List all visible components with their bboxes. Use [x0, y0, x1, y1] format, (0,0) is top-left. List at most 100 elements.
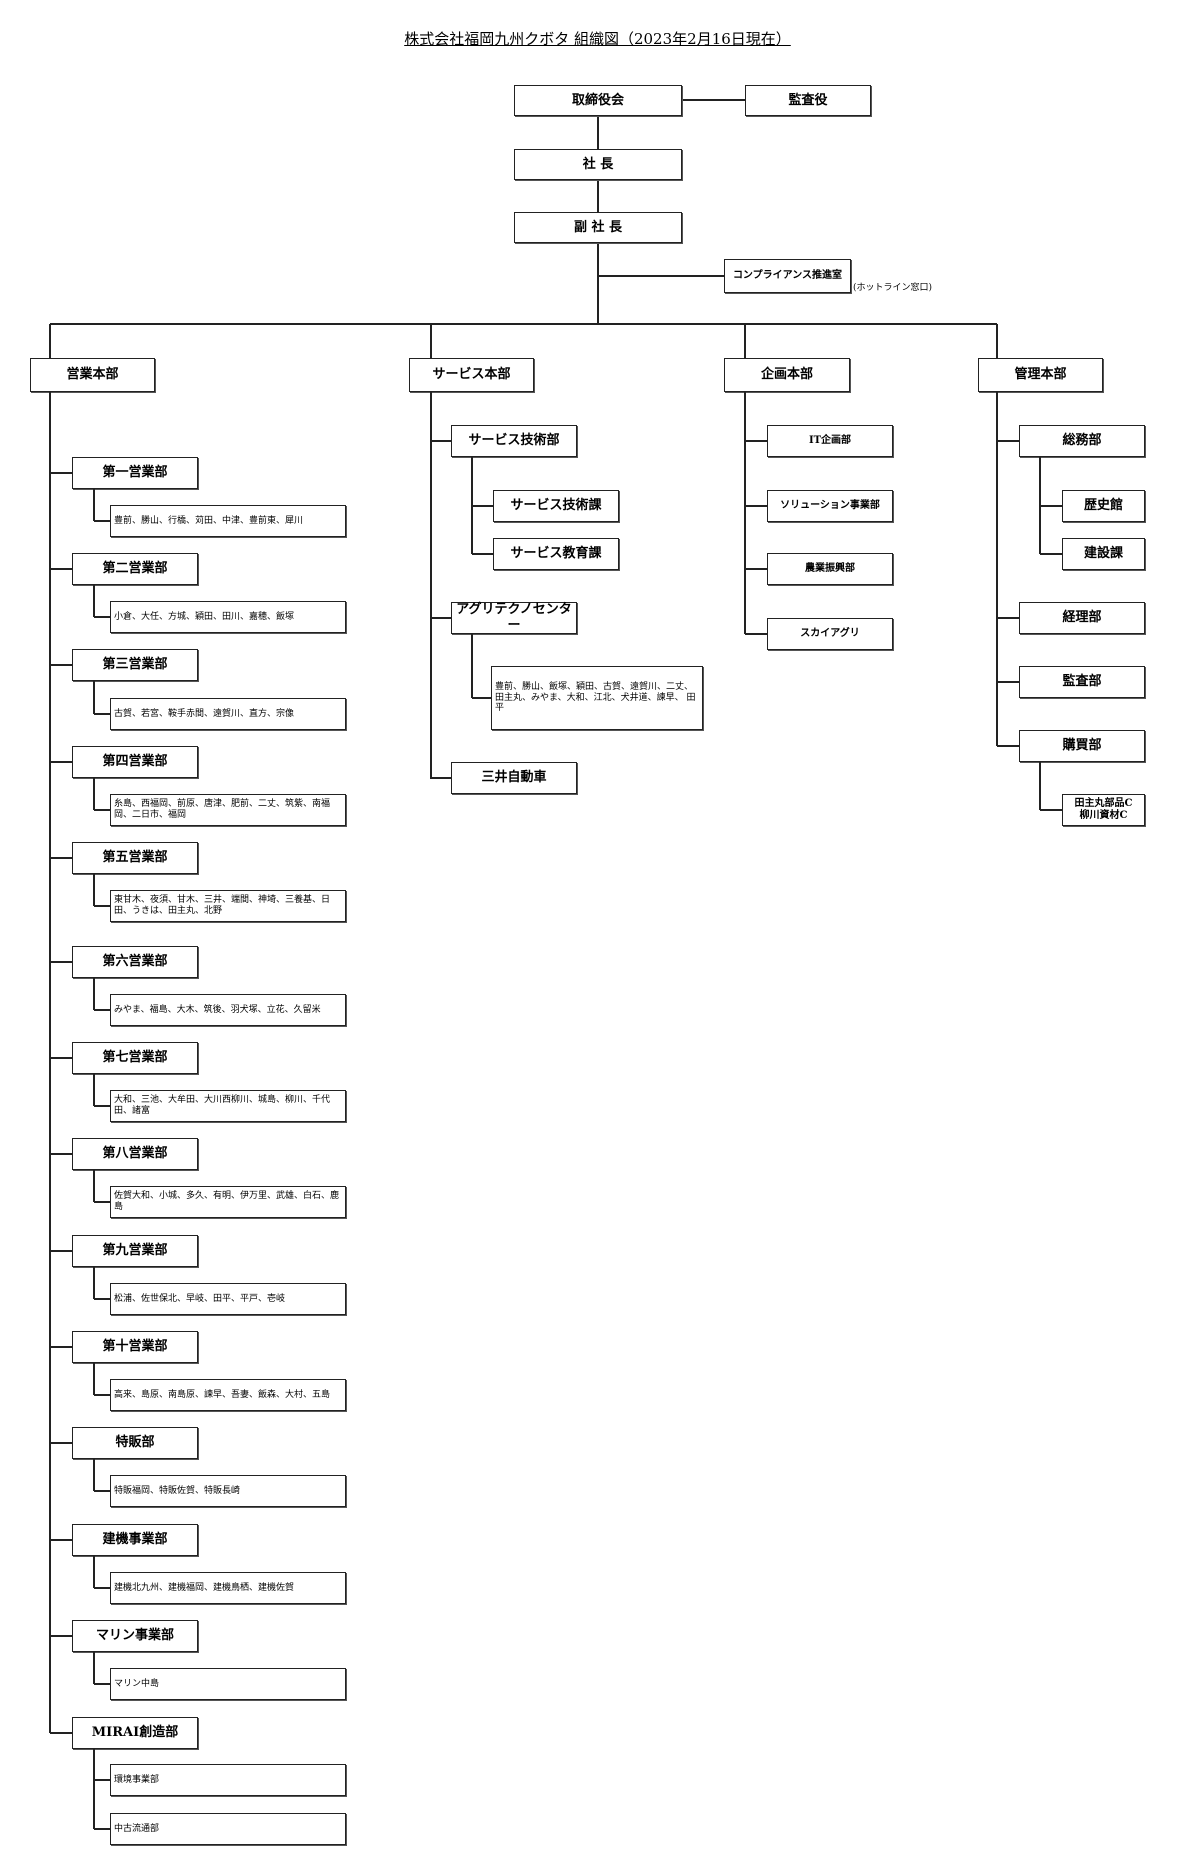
admin-section: 建設課 — [1062, 538, 1145, 570]
sales-department-label: 第二営業部 — [102, 561, 168, 577]
sales-department-label: 第十営業部 — [102, 1339, 168, 1355]
sales-branch-list: 大和、三池、大牟田、大川西柳川、城島、柳川、千代田、諸富 — [110, 1090, 346, 1122]
sales-department: 第二営業部 — [72, 553, 198, 585]
sales-branch-list-label: 佐賀大和、小城、多久、有明、伊万里、武雄、白石、鹿島 — [114, 1191, 340, 1212]
sales-department: 第一営業部 — [72, 457, 198, 489]
connector-line — [93, 978, 95, 1010]
sales-branch-list-label: 環境事業部 — [114, 1774, 160, 1785]
division-sales-label: 営業本部 — [66, 367, 119, 383]
connector-line — [94, 1298, 110, 1300]
sales-branch-list-label: 松浦、佐世保北、早岐、田平、平戸、壱岐 — [114, 1293, 286, 1304]
sales-department-label: MIRAI創造部 — [91, 1725, 179, 1741]
planning-department-label: 農業振興部 — [805, 563, 855, 574]
sales-department-label: 第六営業部 — [102, 954, 168, 970]
connector-line — [94, 1683, 110, 1685]
connector-line — [1039, 762, 1041, 810]
connector-line — [94, 1009, 110, 1011]
agritechno-branch-list-label: 豊前、勝山、飯塚、穎田、古賀、遠賀川、二丈、田主丸、みやま、大和、江北、犬井道、… — [495, 681, 696, 714]
connector-line — [50, 1346, 72, 1348]
planning-department: 農業振興部 — [767, 553, 893, 585]
connector-line — [745, 440, 767, 442]
sales-branch-list-label: 特販福岡、特販佐賀、特販長崎 — [114, 1485, 241, 1496]
sales-department: 第五営業部 — [72, 842, 198, 874]
connector-line — [997, 617, 1019, 619]
sales-branch-list-label: 高来、島原、南島原、諫早、吾妻、飯森、大村、五島 — [114, 1389, 331, 1400]
sales-branch-list: 小倉、大任、方城、穎田、田川、嘉穂、飯塚 — [110, 601, 346, 633]
service-department-label: 三井自動車 — [481, 770, 547, 786]
sales-branch-list: 高来、島原、南島原、諫早、吾妻、飯森、大村、五島 — [110, 1379, 346, 1411]
admin-department-label: 総務部 — [1062, 433, 1102, 449]
purchasing-centers-label: 田主丸部品C 柳川資材C — [1074, 798, 1133, 821]
connector-line — [93, 681, 95, 714]
division-admin: 管理本部 — [978, 358, 1103, 392]
sales-department: マリン事業部 — [72, 1620, 198, 1652]
sales-branch-list: 古賀、若宮、鞍手赤間、遠賀川、直方、宗像 — [110, 698, 346, 730]
connector-line — [50, 568, 72, 570]
auditor-box-label: 監査役 — [788, 92, 828, 108]
connector-line — [93, 874, 95, 906]
admin-department: 監査部 — [1019, 666, 1145, 698]
service-section: サービス教育課 — [493, 538, 619, 570]
connector-line — [431, 440, 451, 442]
sales-department-label: 第一営業部 — [102, 465, 168, 481]
admin-department: 購買部 — [1019, 730, 1145, 762]
sales-department: MIRAI創造部 — [72, 1717, 198, 1749]
connector-line — [1040, 809, 1062, 811]
connector-line — [50, 1250, 72, 1252]
planning-department-label: IT企画部 — [808, 435, 852, 446]
service-department: アグリテクノセンター — [451, 602, 577, 634]
connector-line — [49, 324, 51, 358]
sales-branch-list: 中古流通部 — [110, 1813, 346, 1845]
connector-line — [50, 1153, 72, 1155]
sales-branch-list-label: 建機北九州、建機福岡、建機鳥栖、建機佐賀 — [114, 1582, 295, 1593]
sales-branch-list: 東甘木、夜須、甘木、三井、端間、神埼、三養基、日田、うきは、田主丸、北野 — [110, 890, 346, 922]
connector-line — [1040, 553, 1062, 555]
sales-department-label: 第五営業部 — [102, 850, 168, 866]
compliance-box: コンプライアンス推進室 — [724, 259, 851, 293]
connector-line — [472, 697, 491, 699]
planning-department: ソリューション事業部 — [767, 490, 893, 522]
sales-branch-list: 特販福岡、特販佐賀、特販長崎 — [110, 1475, 346, 1507]
connector-line — [431, 777, 451, 779]
connector-line — [50, 1442, 72, 1444]
sales-branch-list-label: 小倉、大任、方城、穎田、田川、嘉穂、飯塚 — [114, 611, 295, 622]
connector-line — [93, 1556, 95, 1588]
service-department-label: サービス技術部 — [468, 433, 560, 449]
admin-section: 歴史館 — [1062, 490, 1145, 522]
connector-line — [744, 324, 746, 358]
connector-line — [93, 1074, 95, 1106]
connector-line — [94, 520, 110, 522]
connector-line — [682, 99, 745, 101]
sales-department: 第七営業部 — [72, 1042, 198, 1074]
planning-department: IT企画部 — [767, 425, 893, 457]
division-planning-label: 企画本部 — [760, 367, 813, 383]
agritechno-branch-list: 豊前、勝山、飯塚、穎田、古賀、遠賀川、二丈、田主丸、みやま、大和、江北、犬井道、… — [491, 666, 703, 730]
sales-branch-list-label: 大和、三池、大牟田、大川西柳川、城島、柳川、千代田、諸富 — [114, 1095, 331, 1116]
connector-line — [50, 1635, 72, 1637]
division-admin-label: 管理本部 — [1014, 367, 1067, 383]
sales-branch-list: 松浦、佐世保北、早岐、田平、平戸、壱岐 — [110, 1283, 346, 1315]
admin-department-label: 購買部 — [1062, 738, 1102, 754]
board-box-label: 取締役会 — [571, 92, 624, 108]
sales-branch-list: マリン中島 — [110, 1668, 346, 1700]
service-section: サービス技術課 — [493, 490, 619, 522]
sales-branch-list-label: 東甘木、夜須、甘木、三井、端間、神埼、三養基、日田、うきは、田主丸、北野 — [114, 895, 331, 916]
connector-line — [93, 1652, 95, 1684]
planning-department: スカイアグリ — [767, 618, 893, 650]
admin-section-label: 建設課 — [1083, 546, 1123, 562]
sales-department: 第六営業部 — [72, 946, 198, 978]
chart-title: 株式会社福岡九州クボタ 組織図（2023年2月16日現在） — [404, 30, 791, 48]
sales-branch-list: 糸島、西福岡、前原、唐津、肥前、二丈、筑紫、南福岡、二日市、福岡 — [110, 794, 346, 826]
planning-department-label: ソリューション事業部 — [780, 500, 880, 511]
sales-department: 特販部 — [72, 1427, 198, 1459]
connector-line — [93, 1267, 95, 1299]
sales-branch-list: 佐賀大和、小城、多久、有明、伊万里、武雄、白石、鹿島 — [110, 1186, 346, 1218]
sales-branch-list-label: 豊前、勝山、行橋、苅田、中津、豊前東、犀川 — [114, 515, 304, 526]
connector-line — [997, 681, 1019, 683]
connector-line — [93, 1363, 95, 1395]
auditor-box: 監査役 — [745, 85, 871, 116]
sales-department-label: 第八営業部 — [102, 1146, 168, 1162]
sales-department-label: 第四営業部 — [102, 754, 168, 770]
sales-department: 第三営業部 — [72, 649, 198, 681]
sales-department-label: 特販部 — [115, 1435, 155, 1451]
